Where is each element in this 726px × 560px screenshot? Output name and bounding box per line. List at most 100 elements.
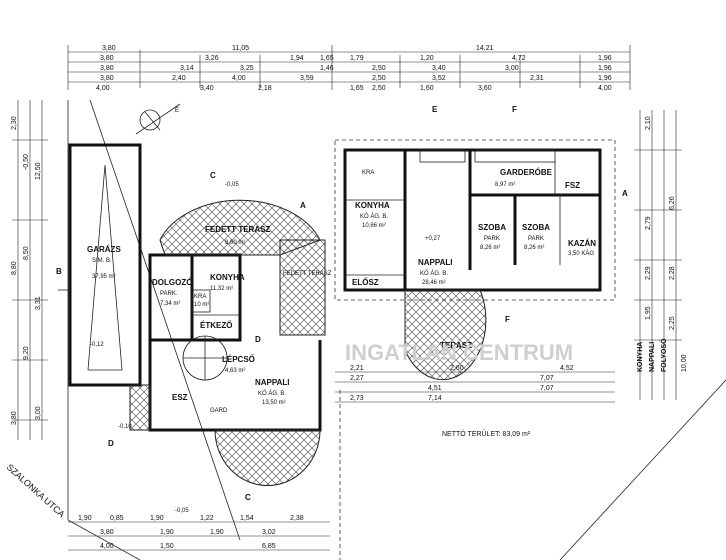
dim-r1-0: 3,80 [100,55,114,62]
wardrobe-right-area: 8,97 m² [495,182,515,188]
bot-dim-3: 1,22 [200,515,214,522]
section-C-top: C [210,171,216,180]
study-area: 7,34 m² [160,301,180,307]
pantry-right-name: KRA [362,170,374,176]
mid-dimensions: 2,21 2,60 4,52 2,27 7,07 4,51 7,07 7,14 … [335,365,615,403]
section-B-left: B [56,267,62,276]
bot-dim-1: 0,85 [110,515,124,522]
right-dim-4: 6,26 [669,196,676,210]
bot-dim-0: 1,90 [78,515,92,522]
dim-left-1: 8,80 [11,261,18,275]
bed2-name: SZOBA [522,223,550,232]
garage-floor: SIM. B. [92,258,112,264]
dim-left-4: -0,50 [23,154,30,170]
section-F-bottom: F [505,315,510,324]
garage-area: 37,95 m² [92,274,116,280]
bot-dim-5: 2,38 [290,515,304,522]
bath-name: FSZ [565,181,580,190]
dim-left-6: 3,31 [35,296,42,310]
right-dim-7: 10,00 [681,354,688,372]
dim-r2-2: 3,14 [180,65,194,72]
dim-r1-4: 1,79 [350,55,364,62]
dim-left-0: 2,30 [11,116,18,130]
bot-dim-11: 1,50 [160,543,174,550]
dim-r3-5: 3,59 [300,75,314,82]
section-A-right: A [622,189,628,198]
bed1-floor: PARK [484,236,500,242]
section-markers: A A C C D D E F F -0,05 +0,27 -0,12 -0,1… [90,105,628,514]
dim-r2-9: 1,96 [598,65,612,72]
dim-top-0: 3,80 [102,45,116,52]
site-boundary: SZALONKA UTCA [5,99,726,560]
dim-r2-4: 1,46 [320,65,334,72]
mid-dim-7: 7,14 [428,395,442,402]
dim-r2-8: 3,00 [505,65,519,72]
watermark: INGATLAN CENTRUM [345,340,573,365]
dim-r4-1: 3,40 [200,85,214,92]
bot-dim-8: 1,90 [210,529,224,536]
right-dimensions: 2,10 2,79 2,29 1,95 6,26 2,28 2,25 10,00… [634,110,688,400]
bot-dim-10: 4,00 [100,543,114,550]
level-4: -0,10 [118,424,132,430]
dim-r3-9: 1,96 [598,75,612,82]
bot-dim-12: 6,85 [262,543,276,550]
bot-dim-6: 3,80 [100,529,114,536]
dim-left-2: 9,20 [23,346,30,360]
dim-r2-0: 3,80 [100,65,114,72]
mid-dim-2: 4,52 [560,365,574,372]
pantry-left-name: KRA [194,294,206,300]
garage: GARÁZS SIM. B. 37,95 m² B [56,143,142,387]
vlabel-kitchen: KONYHA [637,342,644,372]
level-2: +0,27 [425,236,441,242]
stairs-name: LÉPCSŐ [222,355,255,364]
bot-dim-7: 1,90 [160,529,174,536]
dim-r4-2: 2,18 [258,85,272,92]
bed1-name: SZOBA [478,223,506,232]
street-label: SZALONKA UTCA [5,462,67,519]
dim-top-total-right: 14,21 [476,45,494,52]
dim-r4-7: 1,60 [420,85,434,92]
boiler-name: KAZÁN [568,239,596,248]
dim-r3-4: 4,00 [232,75,246,82]
kitchen-right-floor: KŐ ÁG. B. [360,213,388,220]
vlabel-hall: FOLYOSÓ [659,338,668,372]
kitchen-left-area: 11,32 m² [210,286,233,292]
right-dim-2: 2,29 [645,266,652,280]
living-left-name: NAPPALI [255,378,290,387]
right-dim-1: 2,79 [645,216,652,230]
bottom-dimensions: 1,90 0,85 1,90 1,22 1,54 2,38 3,80 1,90 … [68,515,330,551]
kitchen-right-area: 10,66 m² [362,223,386,229]
study-floor: PARK. [160,291,178,297]
bed1-area: 8,26 m² [480,245,500,251]
wardrobe-right-name: GARDERÓBE [500,168,553,177]
section-D-top: D [255,335,261,344]
dim-r4-0: 4,00 [96,85,110,92]
mid-dim-0: 2,21 [350,365,364,372]
mid-dim-5: 4,51 [428,385,442,392]
dim-r1-9: 1,96 [598,55,612,62]
living-right-floor: KŐ ÁG. B. [420,270,448,277]
bot-dim-2: 1,90 [150,515,164,522]
left-wing: DOLGOZÓ PARK. 7,34 m² KONYHA 11,32 m² KR… [129,199,332,486]
living-right-area: 28,46 m² [422,280,446,286]
section-F-top: F [512,105,517,114]
pantry-left-area: 10 m² [194,302,209,308]
dim-r4-8: 3,60 [478,85,492,92]
mid-dim-6: 7,07 [540,385,554,392]
left-dimensions: 2,30 8,80 9,20 3,80 -0,50 8,50 3,31 12,5… [11,100,48,440]
net-area: NETTÓ TERÜLET: 83,09 m² [442,429,531,438]
level-5: -0,05 [175,508,189,514]
hall-left-name: ESZ [172,393,188,402]
kitchen-left-name: KONYHA [210,273,245,282]
svg-text:É: É [175,107,179,114]
dim-r4-6: 2,50 [372,85,386,92]
dim-left-5: 8,50 [23,246,30,260]
dim-r1-1: 3,26 [205,55,219,62]
dim-r3-6: 2,50 [372,75,386,82]
mid-dim-1: 2,60 [450,365,464,372]
dim-r4-9: 4,00 [598,85,612,92]
right-dim-3: 1,95 [645,306,652,320]
bot-dim-4: 1,54 [240,515,254,522]
dim-r3-7: 3,52 [432,75,446,82]
